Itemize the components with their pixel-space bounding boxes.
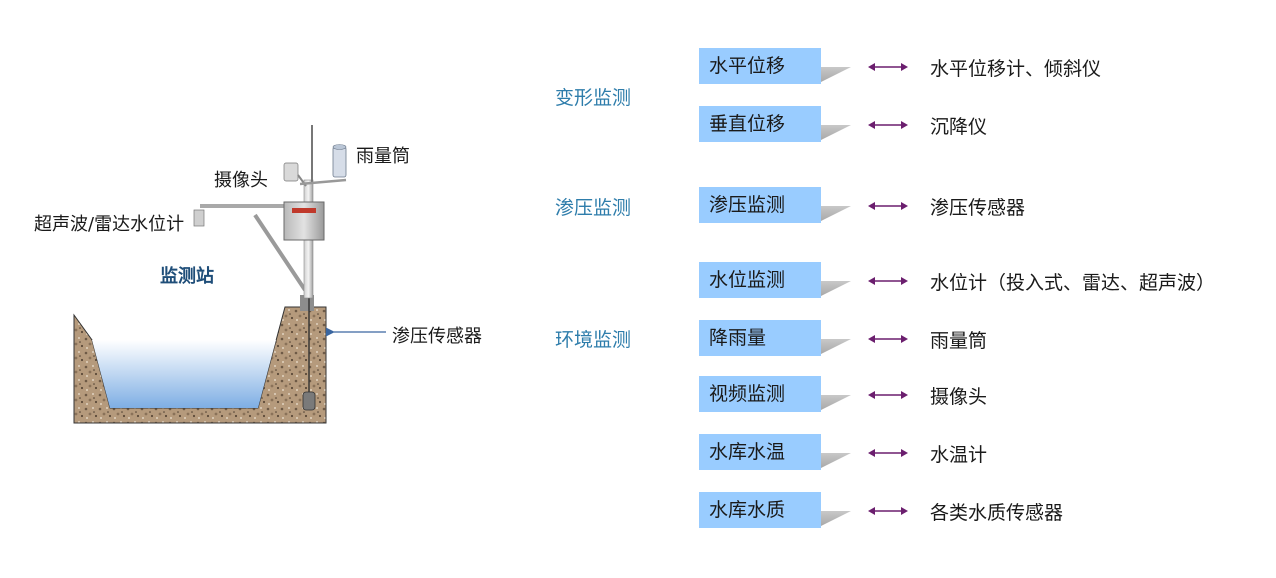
box-tail	[821, 339, 851, 354]
camera-label: 摄像头	[214, 170, 268, 191]
monitoring-station-illustration	[73, 125, 386, 424]
control-cabinet	[283, 201, 325, 241]
item-box: 视频监测	[699, 376, 821, 412]
instrument-text: 水位计（投入式、雷达、超声波）	[930, 272, 1216, 294]
double-arrow-icon	[868, 202, 908, 210]
instrument-text: 各类水质传感器	[930, 502, 1064, 524]
double-arrow-icon	[868, 507, 908, 515]
category-seepage: 渗压监测	[555, 197, 632, 219]
water-level-gauge-label: 超声波/雷达水位计	[34, 214, 185, 235]
double-arrow-icon	[868, 121, 908, 129]
box-tail	[821, 453, 851, 468]
instrument-text: 摄像头	[930, 386, 988, 408]
box-tail	[821, 67, 851, 82]
box-tail	[821, 206, 851, 221]
instrument-text: 渗压传感器	[930, 197, 1026, 219]
rain-gauge-label: 雨量筒	[356, 146, 410, 167]
instrument-text: 雨量筒	[930, 330, 988, 352]
item-box: 垂直位移	[699, 106, 821, 142]
double-arrow-icon	[868, 277, 908, 285]
station-title: 监测站	[160, 266, 214, 287]
instrument-text: 水温计	[930, 444, 988, 466]
double-arrow-icon	[868, 63, 908, 71]
category-deformation: 变形监测	[555, 87, 632, 109]
item-box: 水位监测	[699, 262, 821, 298]
reservoir-water	[92, 340, 276, 408]
instrument-text: 水平位移计、倾斜仪	[930, 58, 1102, 80]
category-environment: 环境监测	[555, 329, 632, 351]
instrument-text: 沉降仪	[930, 116, 988, 138]
item-box: 水库水质	[699, 492, 821, 528]
seepage-sensor-label: 渗压传感器	[392, 326, 482, 347]
camera-unit	[283, 162, 299, 182]
item-box: 降雨量	[699, 320, 821, 356]
item-box: 渗压监测	[699, 187, 821, 223]
box-tail	[821, 395, 851, 410]
double-arrow-icon	[868, 391, 908, 399]
item-box: 水平位移	[699, 48, 821, 84]
box-tail	[821, 281, 851, 296]
level-sensor-unit	[193, 209, 205, 227]
item-box: 水库水温	[699, 434, 821, 470]
box-tail	[821, 511, 851, 526]
rain-gauge-unit	[332, 146, 347, 178]
double-arrow-icon	[868, 335, 908, 343]
seepage-sensor-body	[302, 391, 316, 411]
box-tail	[821, 125, 851, 140]
double-arrow-icon	[868, 449, 908, 457]
